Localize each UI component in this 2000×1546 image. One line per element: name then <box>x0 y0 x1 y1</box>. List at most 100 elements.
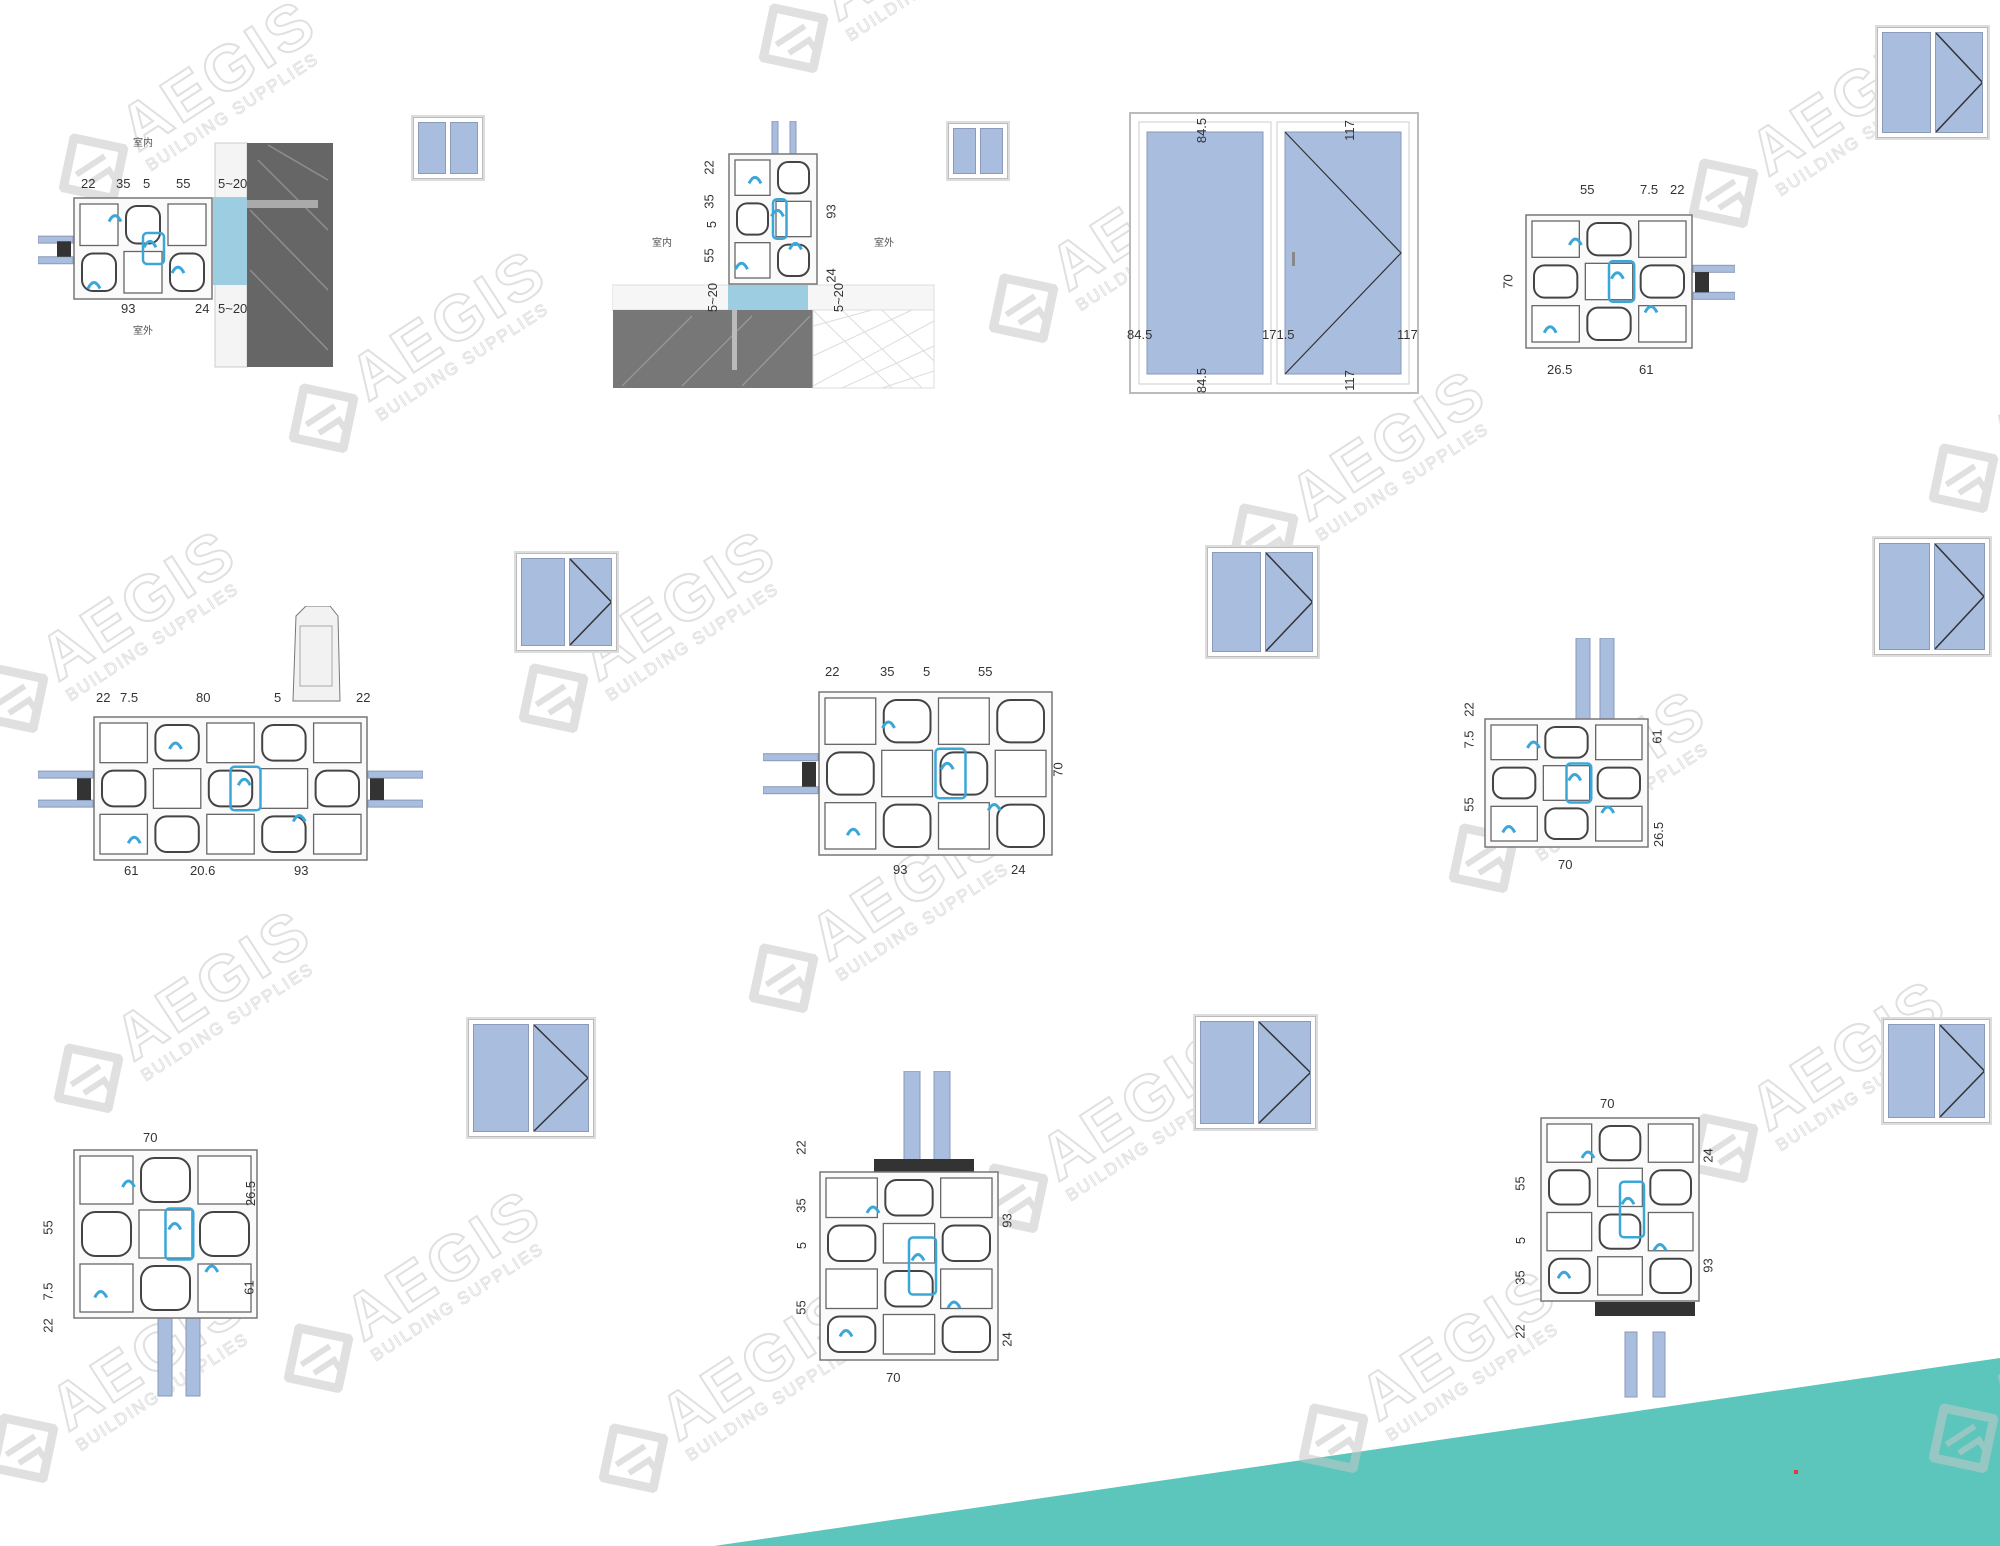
dim-label: 70 <box>1600 1096 1615 1111</box>
dim-label: 22 <box>701 160 717 175</box>
dim-label: 55 <box>1461 797 1477 812</box>
frame-profile <box>1540 1117 1700 1302</box>
dim-label: 93 <box>823 204 839 219</box>
dim-label: 7.5 <box>40 1282 56 1301</box>
dim-label: 5~20 <box>831 282 847 313</box>
dim-label: 5~20 <box>218 176 248 191</box>
section-head-a: 22 7.5 55 61 26.5 70 <box>1454 638 1674 876</box>
dim-label: 55 <box>978 664 993 679</box>
frame-profile <box>728 153 818 285</box>
section-jamb-b: 22 35 5 55 70 93 24 <box>763 663 1068 883</box>
frame-profile <box>1484 718 1649 848</box>
window-thumbnail <box>466 1017 596 1139</box>
section-sill-b: 70 55 5 35 22 24 93 <box>1505 1097 1720 1399</box>
dim-label: 93 <box>1700 1258 1716 1273</box>
glass-drawing <box>874 1071 974 1173</box>
window-thumbnail <box>1875 25 1990 140</box>
dim-label: 22 <box>1512 1324 1528 1339</box>
opening-direction-icon <box>1259 1022 1311 1123</box>
dim-label: 70 <box>143 1130 158 1145</box>
section-head-b: 22 35 5 55 93 24 70 <box>784 1071 1024 1386</box>
opening-direction-icon <box>570 559 612 645</box>
dim-label: 61 <box>1649 729 1665 744</box>
elevation-drawing <box>1129 112 1419 394</box>
dim-label: 24 <box>1700 1148 1716 1163</box>
frame-profile <box>38 716 423 861</box>
dim-label: 171.5 <box>1262 327 1295 342</box>
dim-label: 55 <box>793 1300 809 1315</box>
brand-logo: AEGIS BUILDING SUPPLIES <box>1765 1455 1965 1517</box>
dim-label: 80 <box>196 690 211 705</box>
frame-profile <box>763 691 1053 856</box>
dim-label: 22 <box>81 176 96 191</box>
dim-label: 35 <box>116 176 131 191</box>
dim-label: 55 <box>701 248 717 263</box>
window-thumbnail <box>514 551 619 653</box>
window-thumbnail <box>1205 545 1320 659</box>
glass-drawing <box>1595 1302 1695 1398</box>
dim-label: 7.5 <box>120 690 139 705</box>
dim-label: 22 <box>1670 182 1685 197</box>
logo-tagline: BUILDING SUPPLIES <box>1833 1500 1949 1512</box>
dim-label: 55 <box>40 1220 56 1235</box>
dim-label: 24 <box>823 268 839 283</box>
dim-label: 61 <box>1639 362 1654 377</box>
dim-label: 70 <box>886 1370 901 1385</box>
glass-drawing <box>1575 638 1615 729</box>
dim-label: 93 <box>893 862 908 877</box>
section-jamb-a: 55 7.5 22 70 26.5 61 <box>1500 179 1750 384</box>
window-thumbnail <box>946 121 1010 181</box>
dim-label: 24 <box>1011 862 1026 877</box>
logo-name: AEGIS <box>1833 1458 1966 1503</box>
dim-label: 93 <box>121 301 136 316</box>
dim-label: 55 <box>1512 1176 1528 1191</box>
dim-label: 84.5 <box>1194 117 1210 144</box>
dim-label: 26.5 <box>243 1180 259 1207</box>
dim-label: 22 <box>356 690 371 705</box>
dim-label: 84.5 <box>1194 367 1210 394</box>
section-mullion: 22 7.5 80 5 22 61 20.6 93 <box>38 606 423 882</box>
opening-direction-icon <box>534 1025 588 1131</box>
dim-label: 55 <box>176 176 191 191</box>
dim-label: 117 <box>1397 327 1418 342</box>
dim-label: 7.5 <box>1640 182 1659 197</box>
frame-profile <box>38 197 213 300</box>
dim-label: 70 <box>1500 274 1516 289</box>
dim-label: 117 <box>1341 370 1357 391</box>
dim-label: 5 <box>704 220 720 229</box>
dim-label: 22 <box>793 1140 809 1155</box>
indoor-label: 室内 <box>652 238 672 249</box>
dim-label: 5~20 <box>705 282 721 313</box>
dim-label: 5 <box>923 664 931 679</box>
dim-label: 5 <box>143 176 151 191</box>
window-elevation: 84.5 117 84.5 171.5 117 84.5 117 <box>1127 112 1419 394</box>
floor-drawing <box>612 121 935 389</box>
dim-label: 20.6 <box>190 863 216 878</box>
dim-label: 22 <box>40 1318 56 1333</box>
dim-label: 84.5 <box>1127 327 1153 342</box>
dim-label: 55 <box>1580 182 1595 197</box>
section-sill-floor: 22 35 5 55 5~20 93 24 5~20 室内 室外 <box>612 121 938 391</box>
opening-direction-icon <box>1940 1025 1985 1117</box>
dim-label: 61 <box>241 1280 257 1295</box>
opening-direction-icon <box>1266 553 1313 651</box>
dim-label: 35 <box>880 664 895 679</box>
dim-label: 5 <box>1513 1236 1529 1245</box>
dim-label: 93 <box>999 1213 1015 1228</box>
opening-direction-icon <box>1936 33 1983 132</box>
dim-label: 26.5 <box>1651 821 1667 848</box>
dim-label: 35 <box>701 194 717 209</box>
logo-diamond-icon <box>1765 1455 1827 1517</box>
section-sill-wall: 22 35 5 55 5~20 93 24 5~20 室内 室外 <box>38 138 348 370</box>
profile-drawing <box>213 142 333 368</box>
dim-label: 35 <box>1512 1270 1528 1285</box>
dim-label: 22 <box>1461 702 1477 717</box>
dim-label: 22 <box>96 690 111 705</box>
outdoor-label: 室外 <box>133 326 153 337</box>
window-thumbnail <box>1872 536 1992 657</box>
dim-label: 5 <box>274 690 282 705</box>
window-thumbnail <box>1193 1014 1318 1131</box>
dim-label: 117 <box>1341 120 1357 141</box>
dim-label: 70 <box>1558 857 1573 872</box>
